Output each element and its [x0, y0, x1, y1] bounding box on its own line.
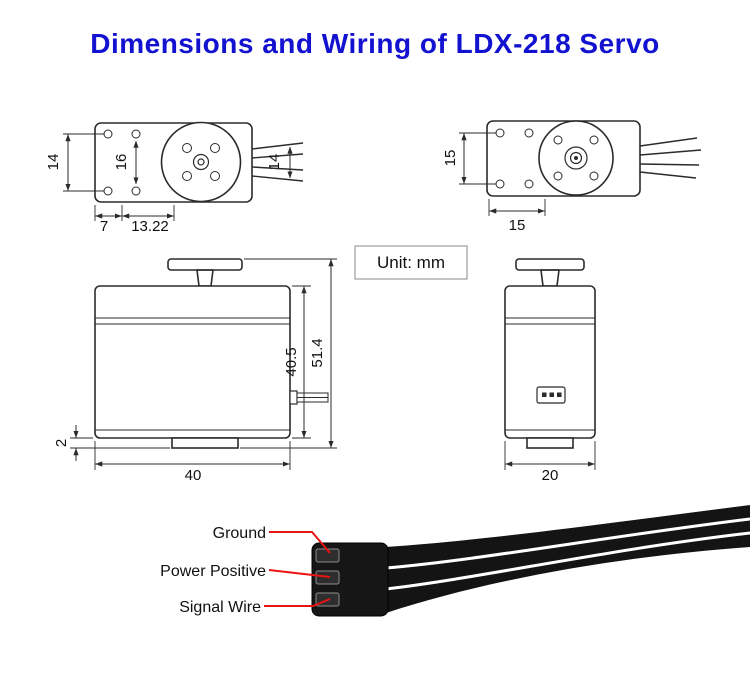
dimension-40-5: 40.5	[283, 285, 311, 439]
unit-label: Unit: mm	[377, 253, 445, 272]
dimension-left-15: 15	[442, 132, 496, 185]
label-ground: Ground	[213, 525, 266, 542]
label-signal-wire: Signal Wire	[179, 599, 261, 616]
page-title: Dimensions and Wiring of LDX-218 Servo	[90, 28, 660, 59]
mount-hole	[495, 179, 505, 189]
mount-hole	[495, 128, 505, 138]
horn-stem	[196, 269, 214, 287]
top-view-back: 15 15	[442, 120, 702, 234]
horn-hole	[182, 143, 192, 153]
callout-line-power	[268, 569, 331, 578]
dim-label-16: 16	[113, 154, 130, 171]
mount-hole	[103, 186, 113, 196]
cable-wire-gap	[385, 517, 750, 570]
callout-line-ground	[269, 531, 331, 554]
dimension-20: 20	[504, 441, 596, 484]
socket-pin	[549, 392, 554, 397]
dimension-inner-16: 16	[113, 140, 139, 185]
mount-tab	[526, 437, 574, 449]
unit-box-frame	[354, 245, 468, 280]
dimension-bottom-15: 15	[488, 199, 546, 234]
label-power-positive: Power Positive	[160, 563, 266, 580]
cable-exit-boss	[289, 390, 298, 405]
dim-label-2: 2	[53, 439, 70, 447]
socket-pin	[542, 392, 547, 397]
callout-line-signal	[264, 598, 331, 607]
dim-label-40: 40	[185, 467, 202, 484]
horn-hole	[589, 171, 599, 181]
mount-tab	[171, 437, 239, 449]
mount-hole	[103, 129, 113, 139]
wiring-diagram: Ground Power Positive Signal Wire	[160, 505, 750, 617]
side-view-front: 40.5 51.4 2 40	[53, 258, 337, 484]
dim-label-13-22: 13.22	[131, 218, 169, 235]
dim-label-7: 7	[100, 218, 108, 235]
servo-body-outline	[504, 285, 596, 439]
mount-hole	[131, 186, 141, 196]
dim-label-14-cable: 14	[266, 154, 283, 171]
horn-hole	[553, 135, 563, 145]
dim-label-15-bottom: 15	[509, 217, 526, 234]
dimension-left-14: 14	[45, 133, 104, 192]
horn-bar	[167, 258, 243, 271]
mount-hole	[524, 179, 534, 189]
cable-lines	[639, 137, 702, 179]
mount-hole	[131, 129, 141, 139]
dim-label-20: 20	[542, 467, 559, 484]
dim-label-14-left: 14	[45, 154, 62, 171]
dimension-bottom: 7 13.22	[94, 205, 175, 235]
dimension-40: 40	[94, 441, 291, 484]
side-view-side: 20	[504, 258, 596, 484]
socket-pin	[557, 392, 562, 397]
dim-label-40-5: 40.5	[283, 347, 300, 376]
cable-wire-gap	[385, 531, 750, 591]
horn-stem	[540, 269, 560, 287]
dimension-51-4: 51.4	[240, 258, 337, 449]
top-view-front: 14 16 14 7 13.22	[45, 121, 304, 235]
dimension-2: 2	[53, 425, 170, 461]
horn-hole	[553, 171, 563, 181]
unit-box: Unit: mm	[354, 245, 468, 280]
dim-label-51-4: 51.4	[309, 338, 326, 367]
output-shaft-center	[197, 158, 205, 166]
cable-lines	[251, 142, 304, 182]
mount-hole	[524, 128, 534, 138]
horn-hole	[182, 171, 192, 181]
servo-body-outline	[94, 285, 291, 439]
horn-hole	[210, 143, 220, 153]
horn-hole	[589, 135, 599, 145]
horn-bar	[515, 258, 585, 271]
dimension-cable-14: 14	[266, 146, 293, 179]
horn-hole	[210, 171, 220, 181]
dim-label-15-left: 15	[442, 150, 459, 167]
output-spline-center	[574, 156, 578, 160]
